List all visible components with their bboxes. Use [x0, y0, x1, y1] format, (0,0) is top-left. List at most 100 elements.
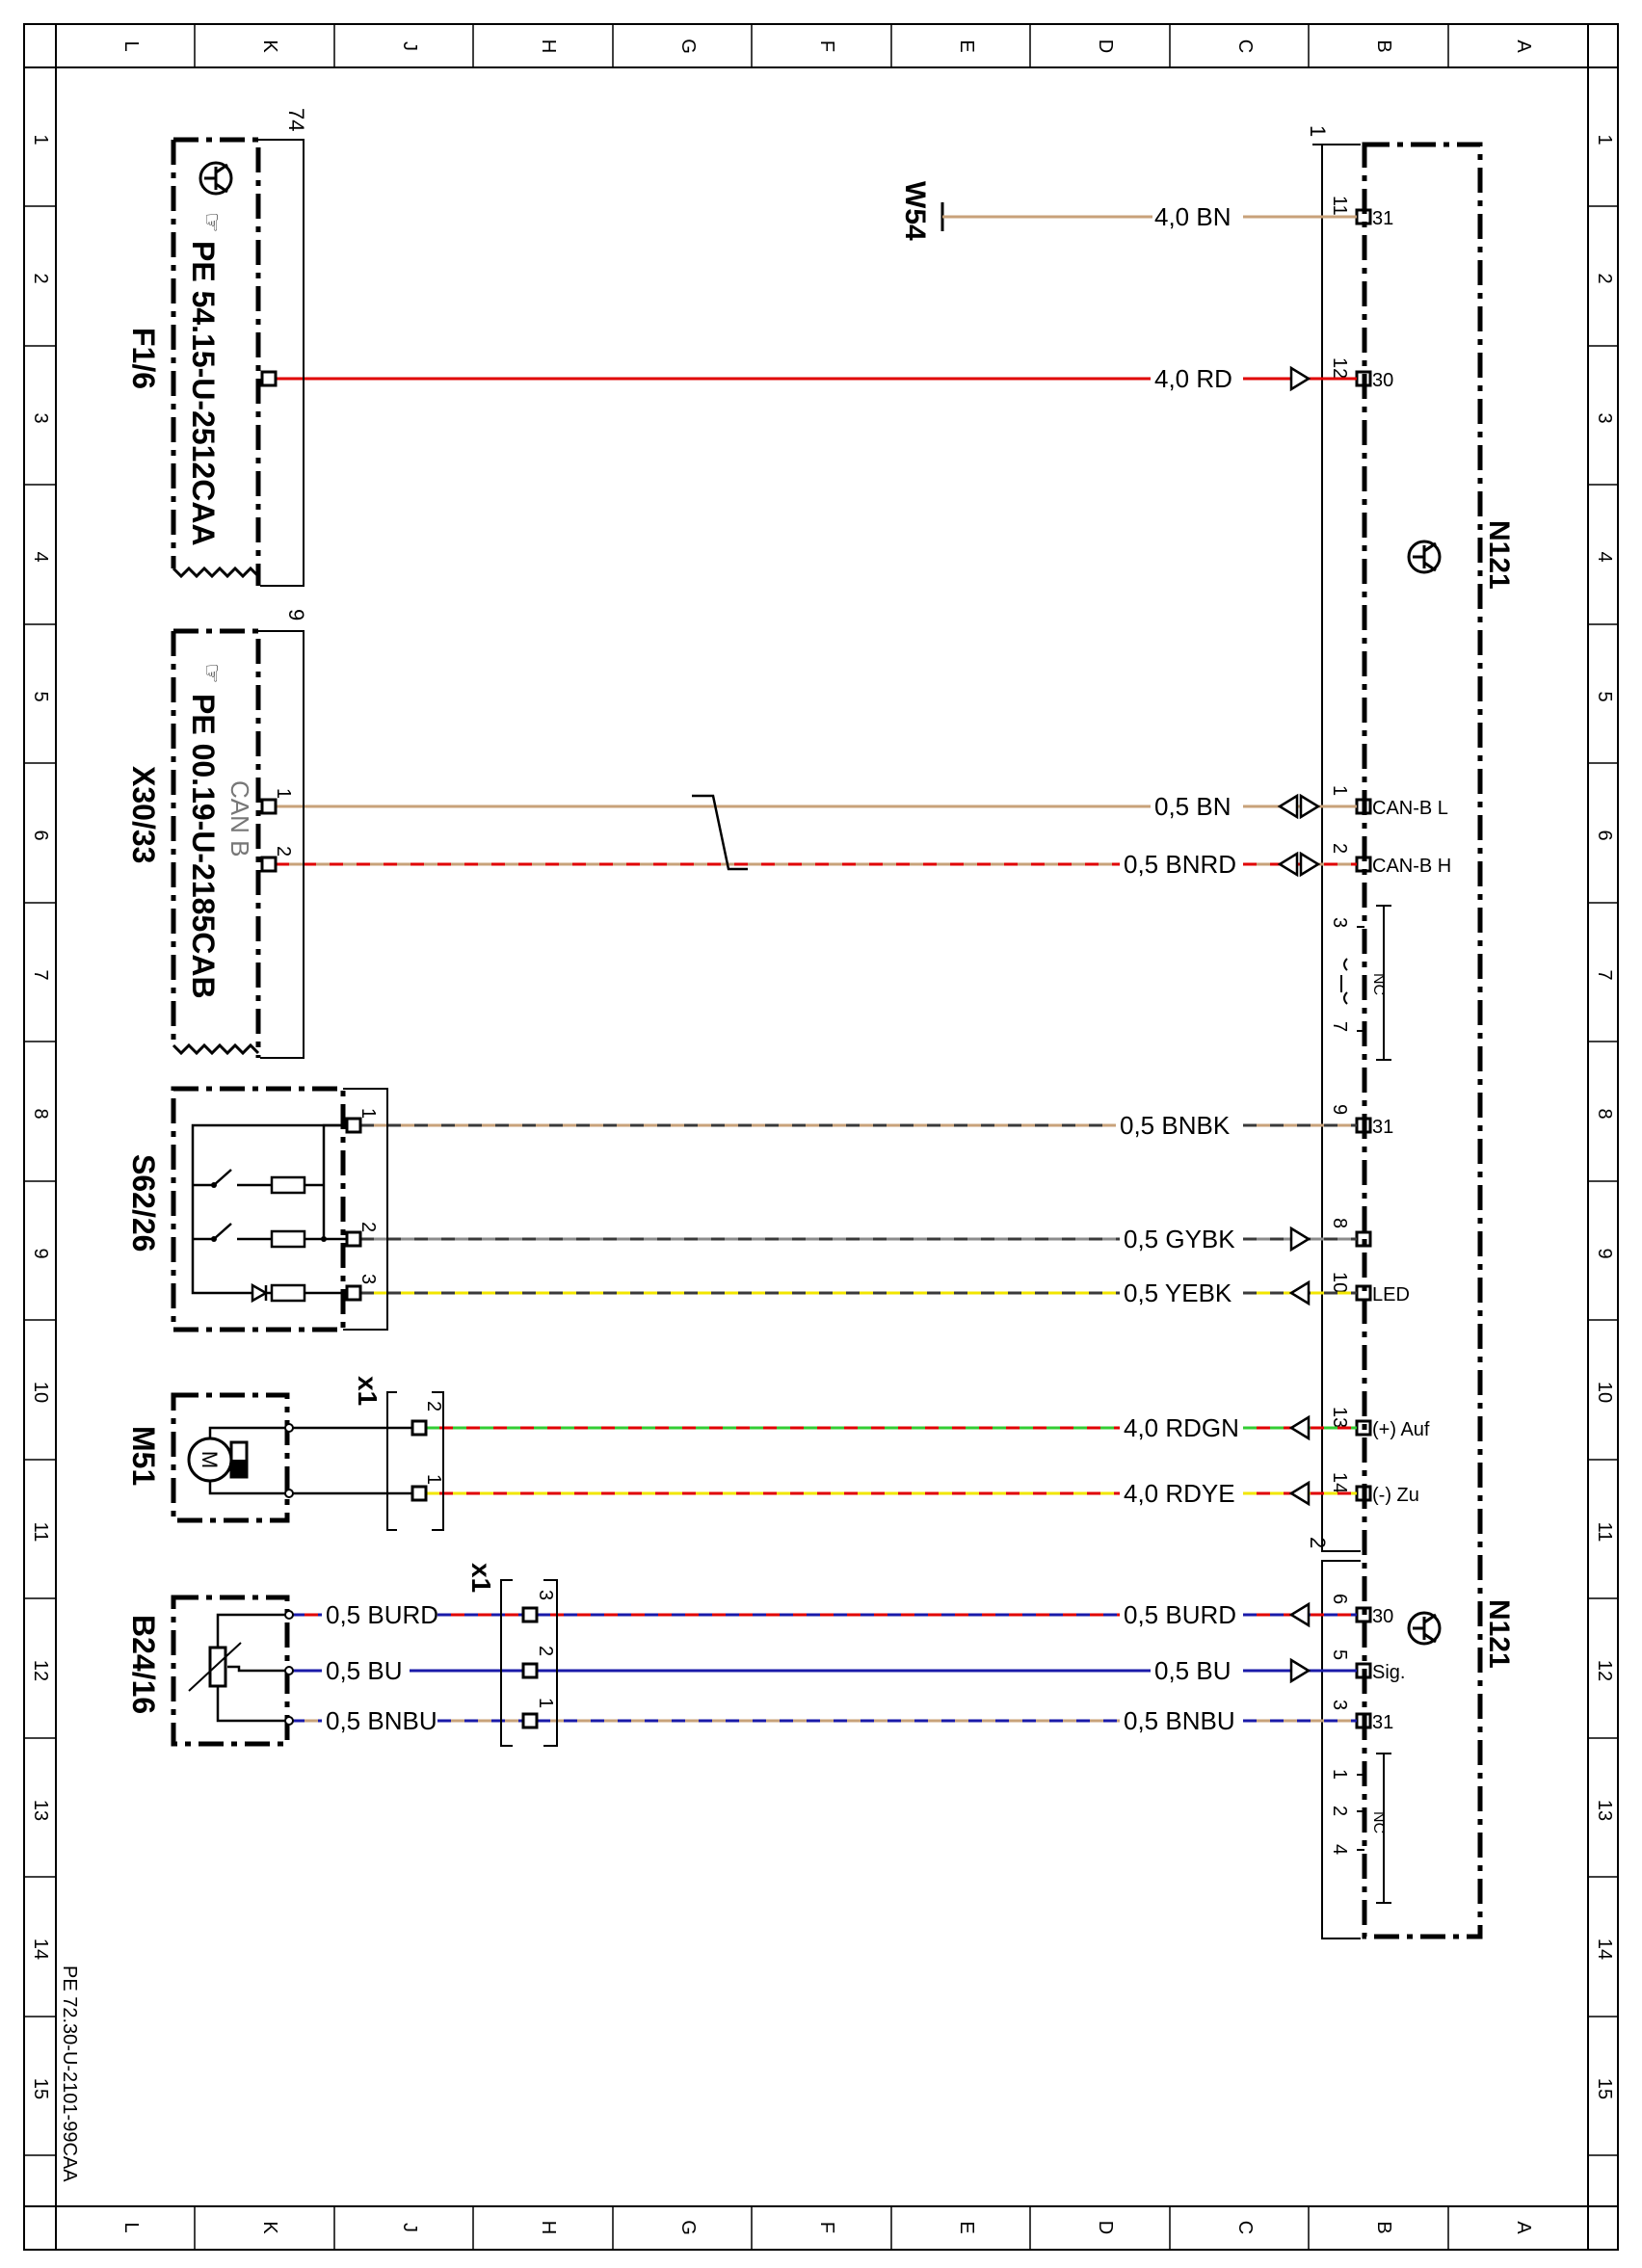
x30-33-connector: ☞ PE 00.19-U-2185CAB CAN B 9 X30/33 1 2 — [126, 609, 308, 1059]
wire-arrow-head-left — [1277, 793, 1299, 820]
wire-arrow — [1289, 1657, 1311, 1684]
n121-pin-number: 8 — [1329, 1218, 1350, 1228]
nc-lower-label: NC — [1370, 1811, 1387, 1833]
x1-connector-m51: x1 2 1 — [353, 1376, 444, 1531]
x30-33-bus-label: CAN B — [225, 780, 254, 857]
wire-arrow — [1289, 1226, 1311, 1253]
n121-terminal-name: CAN-B L — [1372, 798, 1448, 819]
n121-terminal-name: (+) Auf — [1372, 1419, 1430, 1440]
n121-pin-number: 11 — [1329, 196, 1350, 216]
grid-col-bottom: L — [120, 2222, 142, 2232]
n121-pin-number: 12 — [1329, 357, 1350, 379]
document-reference: PE 72.30-U-2101-99CAA — [59, 1965, 80, 2182]
wire-s62-1: 0,5 BNBK — [360, 1111, 1357, 1140]
nc-lower-pin-4: 4 — [1329, 1844, 1350, 1855]
grid-row-right: 3 — [1594, 412, 1615, 423]
n121-terminal-name: CAN-B H — [1372, 856, 1451, 877]
wire-label: 0,5 BNBK — [1120, 1111, 1231, 1140]
f1-6-label: F1/6 — [126, 328, 161, 389]
x30-33-label: X30/33 — [126, 766, 161, 863]
wire-arrow-head — [1289, 1657, 1311, 1684]
wire-arrow — [1289, 365, 1311, 392]
x1-b24-pin-1: 1 — [535, 1698, 556, 1708]
x30-33-pin-1: 1 — [273, 788, 294, 799]
wire-label: 0,5 BNBU — [1124, 1706, 1235, 1735]
can-twist-mark — [692, 794, 748, 871]
n121-terminal-name: 30 — [1372, 1606, 1393, 1627]
wire-arrow-head — [1289, 1226, 1311, 1253]
grid-row-left: 4 — [30, 551, 51, 562]
grid-col-bottom: E — [956, 2221, 977, 2233]
grid-row-left: 8 — [30, 1108, 51, 1119]
n121-pin: 13(+) Auf — [1329, 1407, 1430, 1440]
grid-col-top: B — [1373, 40, 1394, 52]
x1-m51-pin-2: 2 — [423, 1401, 444, 1411]
n121-terminal-name: LED — [1372, 1284, 1410, 1305]
grid-row-right: 5 — [1594, 691, 1615, 701]
s62-26-label: S62/26 — [126, 1154, 161, 1252]
wire-arrow — [1277, 793, 1321, 820]
grid-row-right: 15 — [1594, 2078, 1615, 2099]
grid-col-bottom: A — [1513, 2221, 1534, 2234]
f1-6-ref: PE 54.15-U-2512CAA — [186, 241, 221, 546]
nc-lower-group — [1357, 1753, 1391, 1904]
wire-label: 0,5 BU — [1154, 1656, 1232, 1685]
n121-pin-number: 5 — [1329, 1649, 1350, 1660]
n121-pin-number: 10 — [1329, 1272, 1350, 1293]
n121-label-upper: N121 — [1483, 520, 1515, 590]
grid-col-top: H — [538, 40, 559, 53]
grid-row-left: 7 — [30, 969, 51, 980]
s62-26-switch: S62/26 1 2 3 — [126, 1086, 388, 1332]
n121-pin-number: 14 — [1329, 1472, 1350, 1493]
wire-label: 4,0 RD — [1154, 364, 1232, 393]
grid-col-top: L — [120, 40, 142, 51]
x1-b24-label: x1 — [466, 1563, 496, 1593]
grid-row-left: 3 — [30, 412, 51, 423]
grid-row-left: 1 — [30, 134, 51, 145]
x1-m51-pin-1: 1 — [423, 1474, 444, 1485]
wire-s62-2: 0,5 GYBK — [360, 1225, 1357, 1253]
grid-col-top: C — [1234, 40, 1256, 53]
grid-row-right: 12 — [1594, 1660, 1615, 1681]
wire-left-label: 0,5 BURD — [326, 1600, 438, 1629]
grid-row-left: 9 — [30, 1248, 51, 1258]
m51-motor: M M51 — [126, 1392, 412, 1523]
n121-terminal-name: (-) Zu — [1372, 1485, 1419, 1506]
grid-col-bottom: J — [399, 2223, 420, 2232]
x30-33-pin-2: 2 — [273, 846, 294, 857]
grid-col-bottom: H — [538, 2221, 559, 2234]
grid-row-labels: 1 2 3 4 5 6 7 8 9 10 11 12 13 14 15 1 2 … — [30, 134, 1615, 2099]
transistor-symbol-icon — [199, 161, 233, 196]
nc-upper-pin-3: 3 — [1329, 917, 1350, 928]
grid-column-labels: L K J H G F E D C B A L K J H G F E D C … — [120, 39, 1534, 2235]
nc-lower-pin-1: 1 — [1329, 1769, 1350, 1780]
grid-col-bottom: D — [1095, 2221, 1116, 2234]
w54-ground: W54 — [899, 181, 1152, 241]
pointing-hand-icon: ☞ — [199, 212, 225, 233]
n121-terminal-name: 30 — [1372, 370, 1393, 391]
wire-label: 0,5 GYBK — [1124, 1225, 1235, 1253]
nc-upper-group — [1340, 905, 1391, 1061]
n121-terminal-name: Sig. — [1372, 1662, 1405, 1683]
grid-col-bottom: F — [816, 2222, 837, 2233]
wire-arrow-head-right — [1299, 793, 1321, 820]
n121-pin-number: 9 — [1329, 1104, 1350, 1115]
grid-col-top: D — [1095, 40, 1116, 53]
wire-label: 4,0 RDYE — [1124, 1479, 1235, 1508]
grid-row-right: 1 — [1594, 134, 1615, 145]
grid-col-top: K — [259, 40, 280, 53]
f1-6-fuse-box: ☞ PE 54.15-U-2512CAA 74 F1/6 — [126, 108, 308, 587]
grid-row-left: 13 — [30, 1800, 51, 1821]
grid-row-right: 4 — [1594, 551, 1615, 562]
wire-left-label: 0,5 BU — [326, 1656, 403, 1685]
grid-row-left: 14 — [30, 1938, 51, 1960]
n121-ref-lower: 2 — [1306, 1537, 1330, 1548]
grid-col-top: J — [399, 41, 420, 51]
